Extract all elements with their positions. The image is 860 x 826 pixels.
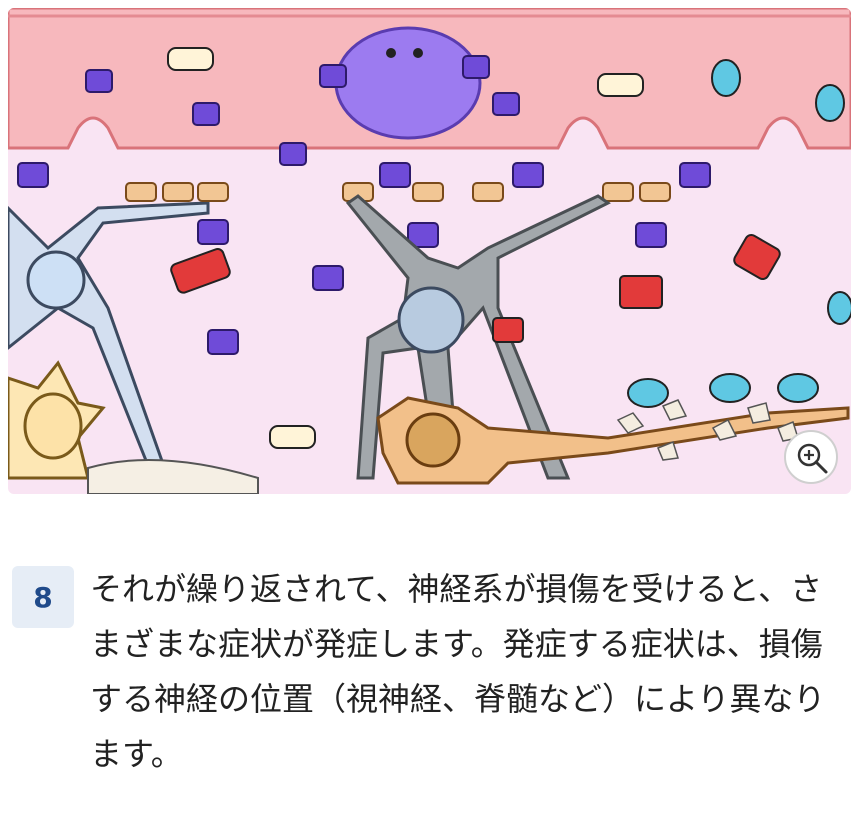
viruses <box>17 55 711 355</box>
virus <box>197 219 229 245</box>
neuron-orange-damaged <box>376 396 850 485</box>
virus <box>379 162 411 188</box>
neuron-yellow <box>8 360 106 480</box>
antibody-capsules <box>167 47 644 449</box>
cyan-cells <box>627 59 851 408</box>
macrophage-cell <box>334 26 482 140</box>
macrophage-eye <box>413 48 423 58</box>
virus <box>17 162 49 188</box>
virus <box>312 265 344 291</box>
virus <box>85 69 113 93</box>
white-fiber <box>87 459 259 494</box>
neuron-gray <box>345 194 611 480</box>
attacking-cells <box>170 233 781 343</box>
virus <box>635 222 667 248</box>
virus <box>462 55 490 79</box>
zoom-button[interactable] <box>784 430 838 484</box>
zoom-in-icon <box>797 443 828 474</box>
step-description: それが繰り返されて、神経系が損傷を受けると、さまざまな症状が発症します。発症する… <box>90 570 826 773</box>
step-number-badge: 8 <box>12 566 74 628</box>
virus <box>407 222 439 248</box>
illustration <box>8 8 851 494</box>
macrophage-eye <box>386 48 396 58</box>
virus <box>207 329 239 355</box>
virus <box>279 142 307 166</box>
virus <box>492 92 520 116</box>
virus <box>512 162 544 188</box>
nervous-system-illustration <box>8 8 851 494</box>
virus <box>679 162 711 188</box>
neuron-blue <box>8 201 210 480</box>
virus <box>319 64 347 88</box>
virus <box>192 102 220 126</box>
